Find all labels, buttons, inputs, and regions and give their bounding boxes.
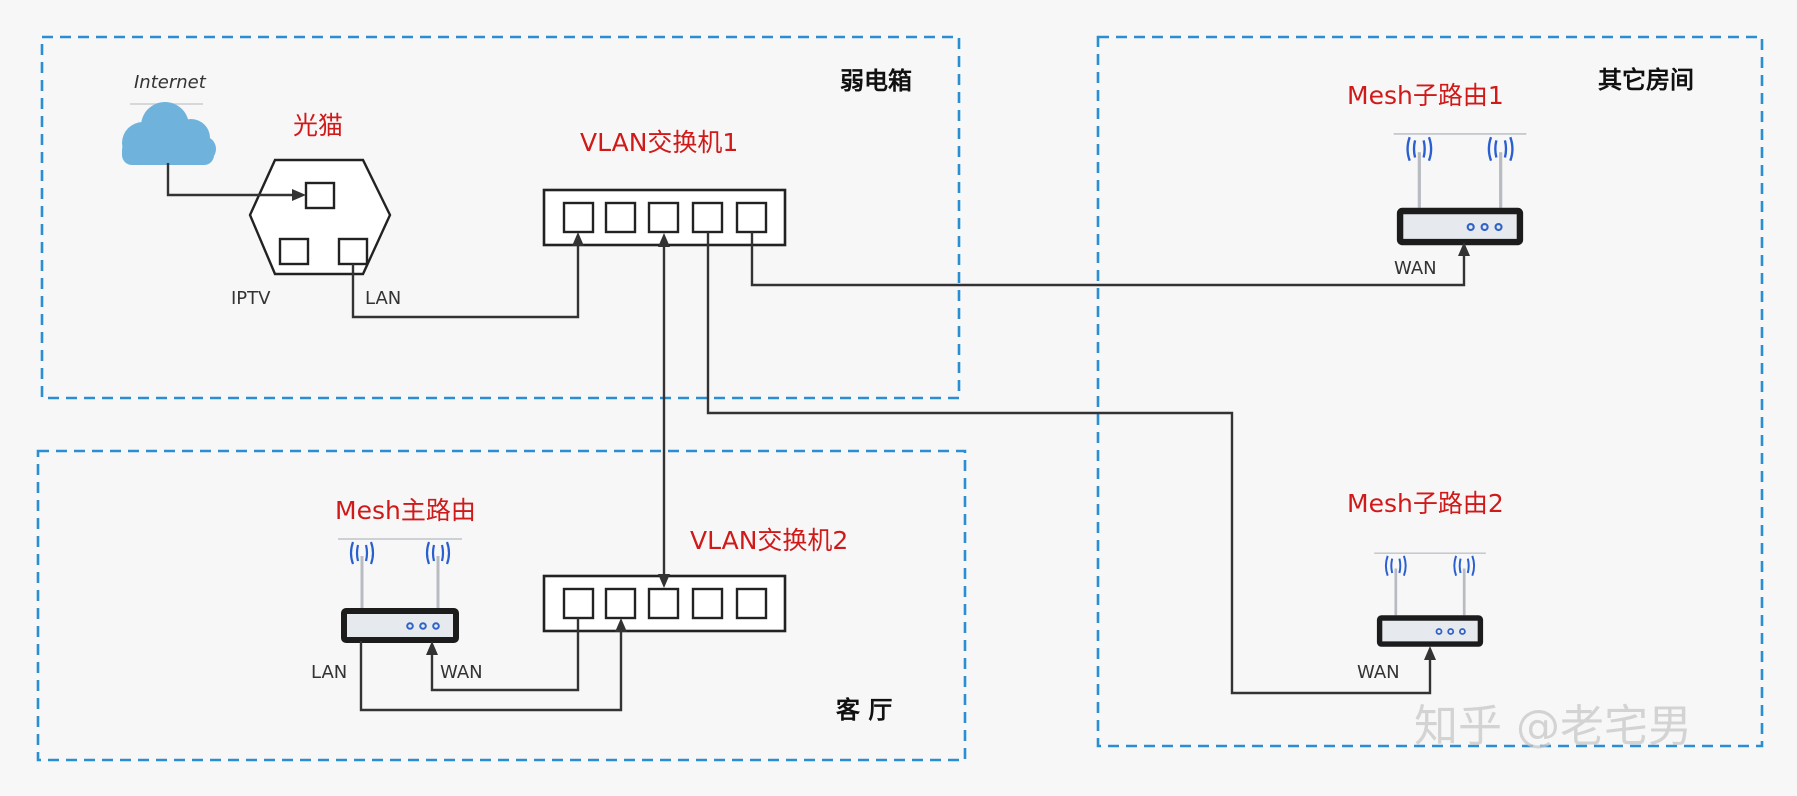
zone-title-weak-box: 弱电箱 xyxy=(840,67,912,95)
main-router-lan-label: LAN xyxy=(311,662,347,683)
vlan-switch-1 xyxy=(542,188,787,247)
cloud-icon xyxy=(122,102,216,165)
switch1-label: VLAN交换机1 xyxy=(580,128,738,157)
main-router-label: Mesh主路由 xyxy=(335,496,476,525)
link-switch1-subrouter1 xyxy=(750,232,1470,287)
modem-port-wan xyxy=(304,181,336,210)
zone-living-room xyxy=(36,449,967,762)
zone-title-other-rooms: 其它房间 xyxy=(1598,66,1694,94)
zone-title-living-room: 客 厅 xyxy=(836,696,892,724)
modem-label: 光猫 xyxy=(293,111,343,140)
sub-router-2-wan-label: WAN xyxy=(1357,662,1400,683)
link-internet-modem xyxy=(166,163,306,201)
main-router-wan-label: WAN xyxy=(440,662,483,683)
modem-port-iptv xyxy=(278,237,310,266)
modem-icon xyxy=(248,158,392,276)
mesh-sub-router-2 xyxy=(1374,553,1486,644)
modem-iptv-label: IPTV xyxy=(231,288,271,309)
zone-other-rooms xyxy=(1096,35,1764,748)
link-modem-switch1 xyxy=(351,232,584,319)
zone-weak-box xyxy=(40,35,961,400)
modem-lan-label: LAN xyxy=(365,288,401,309)
link-switch1-subrouter2 xyxy=(706,232,1436,695)
link-switch2-mainrouter-wan xyxy=(426,618,580,692)
mesh-sub-router-1 xyxy=(1394,134,1527,242)
sub-router-1-label: Mesh子路由1 xyxy=(1347,81,1504,110)
sub-router-2-label: Mesh子路由2 xyxy=(1347,489,1504,518)
modem-port-lan xyxy=(337,237,369,266)
internet-label: Internet xyxy=(134,72,207,93)
link-mainrouter-lan-switch2 xyxy=(359,618,627,712)
link-trunk-switch1-switch2 xyxy=(658,233,670,588)
sub-router-1-wan-label: WAN xyxy=(1394,258,1437,279)
watermark: 知乎 @老宅男 xyxy=(1414,701,1692,752)
switch2-label: VLAN交换机2 xyxy=(690,526,848,555)
mesh-main-router xyxy=(338,539,462,640)
